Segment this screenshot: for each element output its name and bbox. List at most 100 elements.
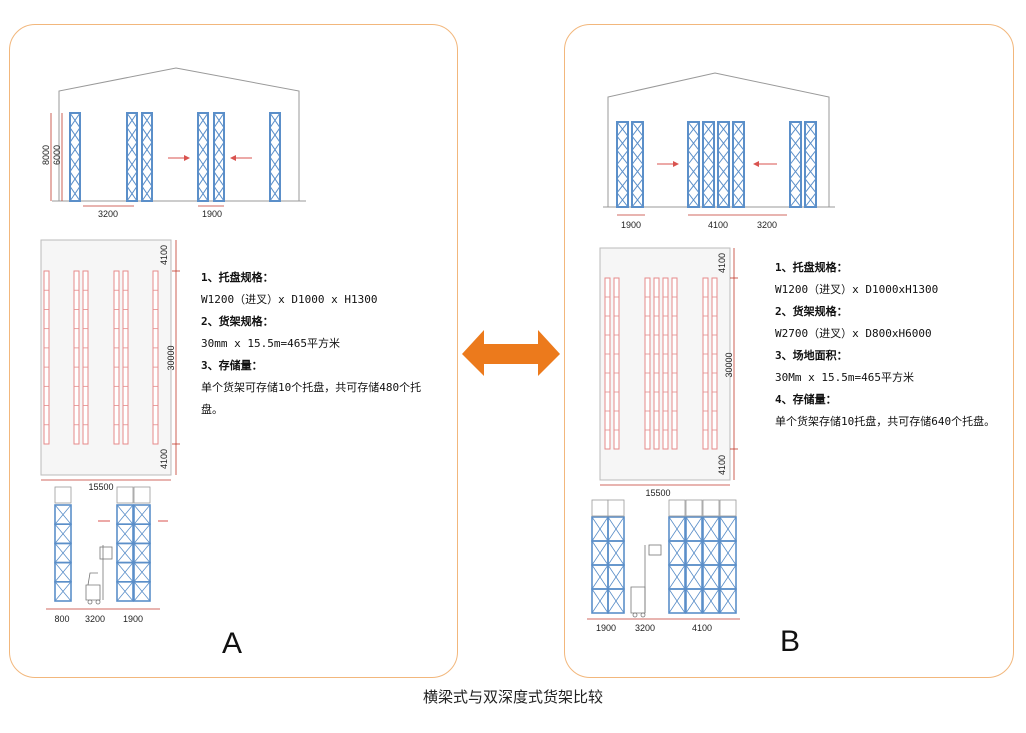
rack-brace	[213, 112, 225, 128]
rack-brace	[213, 142, 225, 158]
pallet-load	[591, 499, 609, 517]
plan-floor	[40, 239, 172, 476]
rack-brace	[213, 186, 225, 202]
rack-brace	[616, 150, 629, 165]
plan-rack-row	[604, 277, 611, 450]
rack-brace	[668, 540, 686, 566]
rack-brace	[702, 192, 715, 208]
rack-brace	[685, 564, 703, 590]
rack-brace	[717, 192, 730, 208]
rack-brace	[631, 135, 644, 151]
rack-brace	[616, 192, 629, 208]
double-arrow-shape	[462, 330, 560, 376]
label-side-3200: 3200	[635, 623, 655, 633]
rack-brace	[197, 112, 209, 128]
rack-brace	[126, 142, 138, 158]
rack-brace	[141, 112, 153, 128]
rack-brace	[126, 171, 138, 187]
rack-brace	[789, 178, 802, 194]
elevation-racks	[616, 121, 817, 208]
rack-brace	[591, 516, 609, 542]
rack-bay	[668, 588, 686, 614]
side-racks	[591, 516, 737, 614]
panel-b: 1900 4100 3200 4100 30000 4100 15500	[564, 24, 1014, 678]
building-outline	[58, 67, 300, 201]
rack-brace	[702, 164, 715, 179]
spec-text: 30Mm x 15.5m=465平方米	[775, 371, 914, 384]
rack-brace	[141, 127, 153, 143]
rack-brace	[69, 127, 81, 143]
plan-rack-row	[73, 270, 80, 445]
rack-bay	[116, 580, 134, 602]
panel-letter-a: A	[222, 627, 243, 660]
rack-brace	[804, 121, 817, 137]
spec-text: 30mm x 15.5m=465平方米	[201, 337, 340, 350]
rack-brace	[591, 588, 609, 614]
rack-brace	[732, 135, 745, 151]
pallet-load	[685, 499, 703, 517]
label-1900: 1900	[202, 209, 222, 219]
plan-rack-row	[671, 277, 678, 450]
spec-heading: 1、托盘规格：	[775, 261, 848, 274]
plan-view-b: 4100 30000 4100 15500	[599, 247, 738, 498]
rack-brace	[197, 156, 209, 172]
rack-brace	[702, 588, 720, 614]
label-3200: 3200	[757, 220, 777, 230]
rack-brace	[269, 127, 281, 143]
rack-brace	[732, 178, 745, 194]
rack-brace	[54, 504, 72, 525]
rack-brace	[732, 192, 745, 208]
double-arrow-icon	[462, 330, 560, 376]
label-plan-length: 30000	[166, 345, 176, 370]
plan-racks	[604, 277, 718, 450]
rack-brace	[116, 581, 134, 602]
rack-brace	[789, 121, 802, 137]
rack-brace	[804, 164, 817, 179]
label-plan-width: 15500	[645, 488, 670, 498]
rack-brace	[687, 178, 700, 194]
reach-truck-icon	[630, 544, 662, 618]
label-6000: 6000	[52, 145, 62, 165]
rack-brace	[69, 142, 81, 158]
rack-brace	[789, 150, 802, 165]
rack-brace	[116, 504, 134, 525]
rack-brace	[687, 150, 700, 165]
rack-brace	[269, 186, 281, 202]
rack-brace	[133, 562, 151, 583]
panel-a-drawing: 8000 6000 3200 1900 4100 30000 4100 1550…	[40, 67, 306, 624]
pallet-load	[607, 499, 625, 517]
label-side-800: 800	[54, 614, 69, 624]
rack-brace	[719, 588, 737, 614]
rack-brace	[213, 171, 225, 187]
rack-brace	[631, 164, 644, 179]
label-plan-end-top: 4100	[717, 253, 727, 273]
label-4100: 4100	[708, 220, 728, 230]
rack-bay	[702, 588, 720, 614]
label-side-4100: 4100	[692, 623, 712, 633]
rack-brace	[789, 135, 802, 151]
rack-bay	[719, 588, 737, 614]
rack-brace	[719, 516, 737, 542]
pallet-load	[702, 499, 720, 517]
rack-brace	[685, 516, 703, 542]
rack-brace	[668, 564, 686, 590]
rack-brace	[69, 112, 81, 128]
rack-brace	[717, 121, 730, 137]
label-side-1900: 1900	[123, 614, 143, 624]
rack-brace	[616, 164, 629, 179]
rack-brace	[719, 564, 737, 590]
label-plan-end-bottom: 4100	[717, 455, 727, 475]
rack-brace	[116, 523, 134, 544]
rack-brace	[141, 142, 153, 158]
rack-brace	[719, 540, 737, 566]
rack-brace	[631, 150, 644, 165]
pallet-load	[54, 486, 72, 504]
building-outline	[607, 72, 830, 207]
label-plan-end-bottom: 4100	[159, 449, 169, 469]
rack-brace	[702, 516, 720, 542]
plan-rack-row	[702, 277, 709, 450]
rack-brace	[269, 112, 281, 128]
rack-bay	[133, 580, 151, 602]
rack-brace	[591, 540, 609, 566]
rack-brace	[133, 581, 151, 602]
